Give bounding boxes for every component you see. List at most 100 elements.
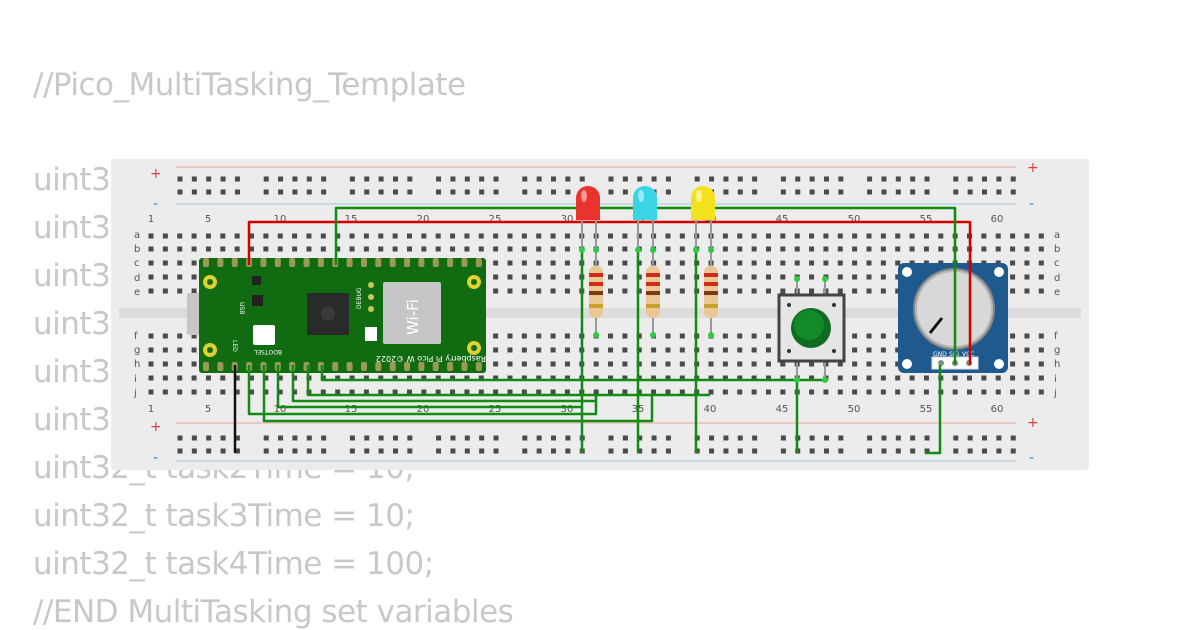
- breadboard-hole: [996, 176, 1002, 182]
- breadboard-hole: [435, 389, 441, 395]
- breadboard-hole: [867, 435, 873, 441]
- top-rail-plus-left: +: [150, 166, 162, 182]
- breadboard-hole: [867, 448, 873, 454]
- breadboard-hole: [737, 233, 743, 239]
- breadboard-hole: [191, 375, 197, 381]
- breadboard-hole: [263, 189, 269, 195]
- breadboard-hole: [162, 260, 168, 266]
- breadboard-hole: [320, 375, 326, 381]
- breadboard-hole: [378, 189, 384, 195]
- wire-pico-button[interactable]: [320, 365, 825, 382]
- breadboard-hole: [752, 435, 758, 441]
- breadboard-hole: [737, 246, 743, 252]
- breadboard-hole: [665, 233, 671, 239]
- breadboard-hole: [837, 260, 843, 266]
- pico-board-label: Raspberry Pi Pico W ©2022: [376, 354, 486, 363]
- breadboard-hole: [637, 448, 643, 454]
- breadboard-hole: [910, 189, 916, 195]
- breadboard-hole: [924, 448, 930, 454]
- breadboard-hole: [723, 448, 729, 454]
- led-cyan[interactable]: [633, 186, 657, 250]
- breadboard-hole: [953, 176, 959, 182]
- breadboard-hole: [507, 274, 513, 280]
- breadboard-hole: [564, 233, 570, 239]
- resistor-2[interactable]: [646, 250, 660, 335]
- breadboard-hole: [191, 389, 197, 395]
- breadboard-hole: [522, 448, 528, 454]
- breadboard-hole: [1024, 246, 1030, 252]
- breadboard-hole: [737, 260, 743, 266]
- led-red[interactable]: [576, 186, 600, 250]
- breadboard-hole: [895, 189, 901, 195]
- breadboard-hole: [952, 389, 958, 395]
- breadboard-hole: [1010, 288, 1016, 294]
- breadboard-hole: [938, 246, 944, 252]
- breadboard-hole: [636, 233, 642, 239]
- breadboard-hole: [953, 189, 959, 195]
- pot-label-vcc: VCC: [962, 351, 974, 358]
- wire-pico-led3[interactable]: [262, 365, 710, 423]
- debug-pin: [368, 294, 374, 300]
- bootsel-button[interactable]: [253, 325, 275, 345]
- bottom-rail-plus-left: +: [150, 419, 162, 435]
- pot-mount-hole: [994, 359, 1004, 369]
- breadboard-hole: [737, 361, 743, 367]
- led-red-body: [576, 186, 600, 220]
- wire-pot-gnd[interactable]: [925, 365, 942, 455]
- dot: [822, 377, 828, 383]
- wire-pico-led1[interactable]: [247, 365, 598, 416]
- col-num-25-bottom: 25: [489, 404, 502, 415]
- pico-pin: [346, 362, 353, 371]
- breadboard-hole: [551, 176, 557, 182]
- bootsel-label: BOOTSEL: [253, 348, 282, 355]
- button-corner: [832, 303, 836, 307]
- wire-pico-led2b[interactable]: [306, 365, 653, 397]
- push-button[interactable]: [777, 279, 846, 380]
- pico-pin: [217, 362, 224, 371]
- breadboard-hole: [550, 274, 556, 280]
- breadboard-hole: [752, 189, 758, 195]
- breadboard-hole: [1024, 389, 1030, 395]
- resistor-1[interactable]: [589, 250, 603, 335]
- breadboard-hole: [1038, 333, 1044, 339]
- potentiometer[interactable]: GND SIG VCC: [898, 263, 1008, 373]
- col-num-15: 15: [345, 214, 358, 225]
- code-line-1: //Pico_MultiTasking_Template: [33, 67, 466, 103]
- breadboard-hole: [564, 288, 570, 294]
- col-num-50-bottom: 50: [848, 404, 861, 415]
- pico-pin: [475, 258, 482, 267]
- pot-label-gnd: GND: [933, 351, 947, 358]
- breadboard-hole: [521, 361, 527, 367]
- breadboard-hole: [651, 375, 657, 381]
- breadboard-hole: [493, 389, 499, 395]
- wire-red-vcc[interactable]: [247, 220, 972, 365]
- breadboard-hole: [679, 233, 685, 239]
- breadboard-hole: [938, 233, 944, 239]
- breadboard-hole: [493, 347, 499, 353]
- breadboard-hole: [765, 389, 771, 395]
- breadboard-hole: [1038, 288, 1044, 294]
- wire-pico-led1b[interactable]: [276, 365, 582, 409]
- dot: [708, 332, 714, 338]
- led-yellow[interactable]: [691, 186, 715, 250]
- breadboard-hole: [593, 361, 599, 367]
- wire-pico-led2[interactable]: [291, 365, 595, 403]
- breadboard-hole: [665, 246, 671, 252]
- breadboard-hole: [536, 260, 542, 266]
- breadboard-hole: [206, 189, 212, 195]
- resistor-3[interactable]: [704, 250, 718, 335]
- breadboard-hole: [277, 233, 283, 239]
- breadboard-hole: [205, 233, 211, 239]
- dot: [650, 247, 656, 253]
- raspberry-pi-pico-w[interactable]: Wi-Fi DEBUG USB LED BOOTSEL Raspberry Pi…: [187, 258, 486, 373]
- breadboard-hole: [177, 176, 183, 182]
- breadboard-hole: [982, 448, 988, 454]
- breadboard-hole: [493, 435, 499, 441]
- breadboard-hole: [708, 389, 714, 395]
- breadboard-hole: [880, 274, 886, 280]
- breadboard-hole: [349, 448, 355, 454]
- usb-label: USB: [238, 302, 245, 314]
- breadboard-hole: [148, 246, 154, 252]
- breadboard-hole: [464, 389, 470, 395]
- breadboard-hole: [708, 347, 714, 353]
